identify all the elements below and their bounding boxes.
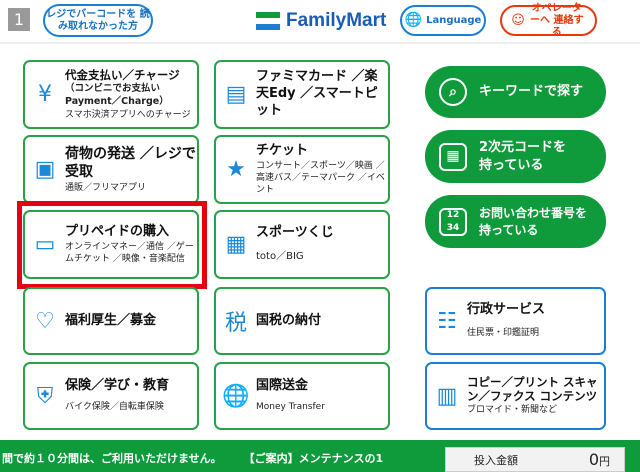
globe-icon: 🌐 — [404, 12, 423, 29]
money-unit: 円 — [599, 455, 610, 468]
operator-icon: ☺ — [511, 12, 525, 28]
card-sub: toto／BIG — [256, 251, 304, 263]
card-prepaid[interactable]: ▭ プリペイドの購入オンラインマネー／通信 ／ゲームチケット ／映像・音楽配信 — [23, 210, 199, 279]
card-sub: スマホ決済アプリへのチャージ — [65, 109, 191, 120]
card-ticket[interactable]: ★ チケットコンサート／スポーツ／映画 ／高速バス／テーマパーク ／イベント — [214, 135, 390, 204]
card-sub: バイク保険／自転車保険 — [65, 402, 164, 413]
card-sports-lottery[interactable]: ▦ スポーツくじ toto／BIG — [214, 210, 390, 279]
card-sub: コンサート／スポーツ／映画 ／高速バス／テーマパーク ／イベント — [256, 160, 385, 196]
selection-highlight — [17, 201, 207, 289]
barcode-help-button[interactable]: レジでバーコードを 読み取れなかった方 — [43, 4, 153, 37]
card-national-tax[interactable]: 税国税の納付 — [214, 287, 390, 355]
notice-ticker: 間で約１０分間は、ご利用いただけません。 【ご案内】メンテナンスの1 — [2, 452, 384, 465]
qr-code-icon: ▦ — [439, 142, 467, 171]
keyword-search-button[interactable]: ⌕ キーワードで探す — [425, 66, 606, 118]
card-sub: ブロマイド・新聞など — [467, 404, 558, 415]
shield-icon: ⛨ — [36, 383, 54, 409]
card-title: 代金支払い／チャージ — [65, 68, 180, 83]
money-label: 投入金額 — [474, 453, 518, 467]
language-button[interactable]: 🌐Language — [400, 5, 486, 36]
card-sub: 通販／フリマアプリ — [65, 182, 147, 193]
operator-label: オペレーターへ 連絡する — [530, 2, 584, 38]
card-title: 保険／学び・教育 — [65, 378, 170, 394]
card-famima-card[interactable]: ▤ ファミマカード ／楽天Edy ／スマートピット — [214, 60, 390, 129]
logo-flag-icon — [256, 12, 280, 30]
card-government[interactable]: ☷ 行政サービス住民票・印鑑証明 — [425, 287, 606, 355]
button-label: キーワードで探す — [479, 84, 584, 100]
card-insurance[interactable]: ⛨ 保険／学び・教育バイク保険／自転車保険 — [23, 362, 199, 430]
heart-hand-icon: ♡ — [35, 308, 55, 334]
card-money-transfer[interactable]: 🌐 国際送金 Money Transfer — [214, 362, 390, 430]
prepaid-card-icon: ▭ — [34, 232, 56, 257]
card-title: コピー／プリント スキャン／ファクス コンテンツ — [467, 375, 598, 403]
card-parcel[interactable]: ▣ 荷物の発送 ／レジで受取通販／フリマアプリ — [23, 135, 199, 204]
card-title: ファミマカード ／楽天Edy ／スマートピット — [256, 69, 378, 118]
inserted-amount-panel: 投入金額 0円 — [445, 447, 625, 472]
card-icon: ▤ — [225, 82, 247, 107]
button-label: お問い合わせ番号を 持っている — [479, 206, 588, 237]
button-label: 2次元コードを 持っている — [479, 139, 567, 173]
yen-icon: ¥ — [38, 82, 52, 107]
copier-icon: ▥ — [436, 383, 458, 409]
card-title: スポーツくじ — [256, 225, 334, 241]
card-copy-print[interactable]: ▥ コピー／プリント スキャン／ファクス コンテンツブロマイド・新聞など — [425, 362, 606, 430]
card-welfare[interactable]: ♡ 福利厚生／募金 — [23, 287, 199, 355]
card-title: 行政サービス — [467, 302, 546, 318]
card-title: 荷物の発送 ／レジで受取 — [65, 146, 196, 181]
card-title: チケット — [256, 142, 309, 158]
familymart-logo: FamilyMart — [256, 10, 386, 32]
search-icon: ⌕ — [439, 78, 467, 106]
card-title: 国際送金 — [256, 378, 309, 394]
ticket-icon: ★ — [226, 157, 246, 182]
card-title: プリペイドの購入 — [65, 223, 170, 239]
globe-money-icon: 🌐 — [222, 383, 250, 409]
toto-big-icon: ▦ — [225, 232, 247, 257]
header: 1 レジでバーコードを 読み取れなかった方 FamilyMart 🌐Langua… — [0, 0, 640, 44]
card-payment-charge[interactable]: ¥ 代金支払い／チャージ（コンビニでお支払い Payment／Charge） スマホ… — [23, 60, 199, 129]
card-subtitle: （コンビニでお支払い Payment／Charge） — [65, 83, 169, 107]
operator-button[interactable]: ☺ オペレーターへ 連絡する — [500, 2, 597, 38]
card-title: 国税の納付 — [256, 312, 322, 328]
box-icon: ▣ — [34, 157, 56, 182]
card-sub: Money Transfer — [256, 402, 325, 413]
document-icon: ☷ — [437, 308, 457, 334]
card-sub: 住民票・印鑑証明 — [467, 328, 540, 339]
screen-number: 1 — [8, 8, 30, 31]
language-label: Language — [426, 14, 482, 26]
logo-text: FamilyMart — [286, 10, 387, 31]
money-value: 0 — [588, 450, 599, 469]
card-sub: オンラインマネー／通信 ／ゲームチケット ／映像・音楽配信 — [65, 241, 194, 264]
tax-bag-icon: 税 — [224, 311, 247, 336]
card-title: 福利厚生／募金 — [65, 312, 157, 328]
qr-code-button[interactable]: ▦ 2次元コードを 持っている — [425, 130, 606, 183]
